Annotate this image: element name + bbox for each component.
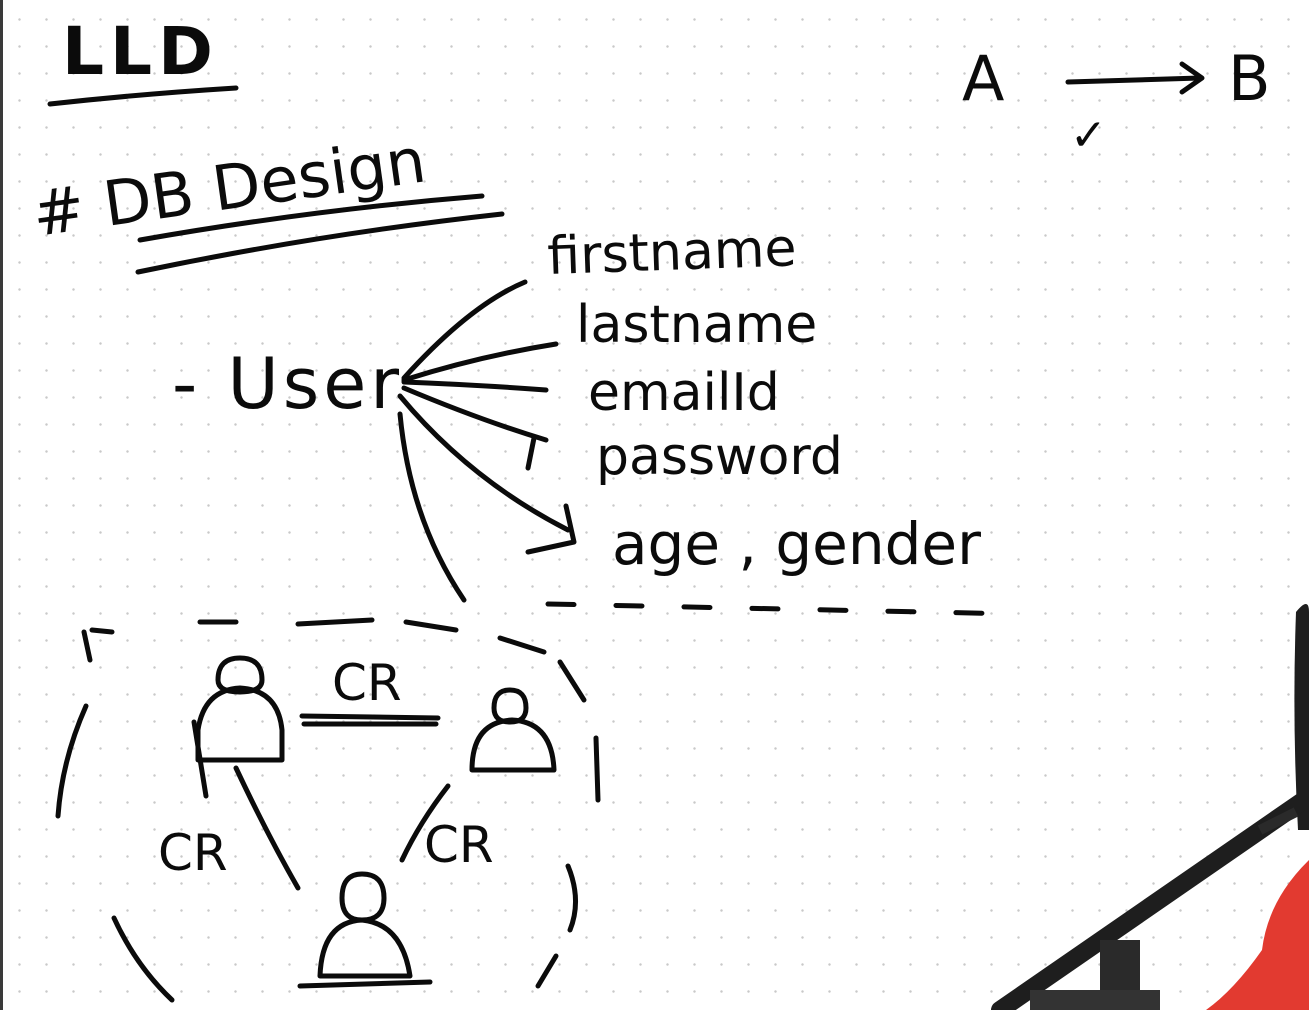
person-icon	[469, 687, 557, 773]
arrow-source-label: A	[962, 42, 1004, 115]
attribute-firstname: firstname	[546, 218, 797, 287]
dashed-separator	[545, 601, 1021, 617]
microphone-icon	[991, 604, 1309, 1010]
relation-line-right	[399, 783, 451, 863]
attribute-age-gender: age , gender	[612, 510, 981, 578]
title-text: LLD	[62, 13, 219, 90]
relation-line-left	[233, 765, 301, 891]
arrow-target-label: B	[1228, 42, 1271, 115]
title-underline	[47, 85, 239, 107]
heading-underline-2	[135, 211, 505, 275]
attribute-emailid: emailId	[588, 363, 780, 423]
relation-label-top: CR	[332, 654, 402, 712]
person-icon	[191, 655, 285, 799]
window-edge	[0, 0, 3, 1010]
relation-line-top	[299, 713, 441, 721]
arrow-head	[1179, 61, 1205, 95]
heading-underline-1	[137, 193, 485, 243]
attribute-lastname: lastname	[576, 295, 817, 355]
attribute-password: password	[596, 427, 843, 487]
entity-label: - User	[172, 343, 403, 425]
presenter-jacket	[1206, 860, 1309, 1010]
relation-label-left: CR	[158, 824, 228, 882]
arrow-line	[1065, 75, 1203, 85]
dashed-boundary	[55, 617, 601, 1003]
person-icon	[297, 871, 433, 989]
check-mark-icon: ✓	[1070, 110, 1107, 161]
relation-label-right: CR	[424, 816, 494, 874]
attribute-connectors	[397, 279, 577, 603]
